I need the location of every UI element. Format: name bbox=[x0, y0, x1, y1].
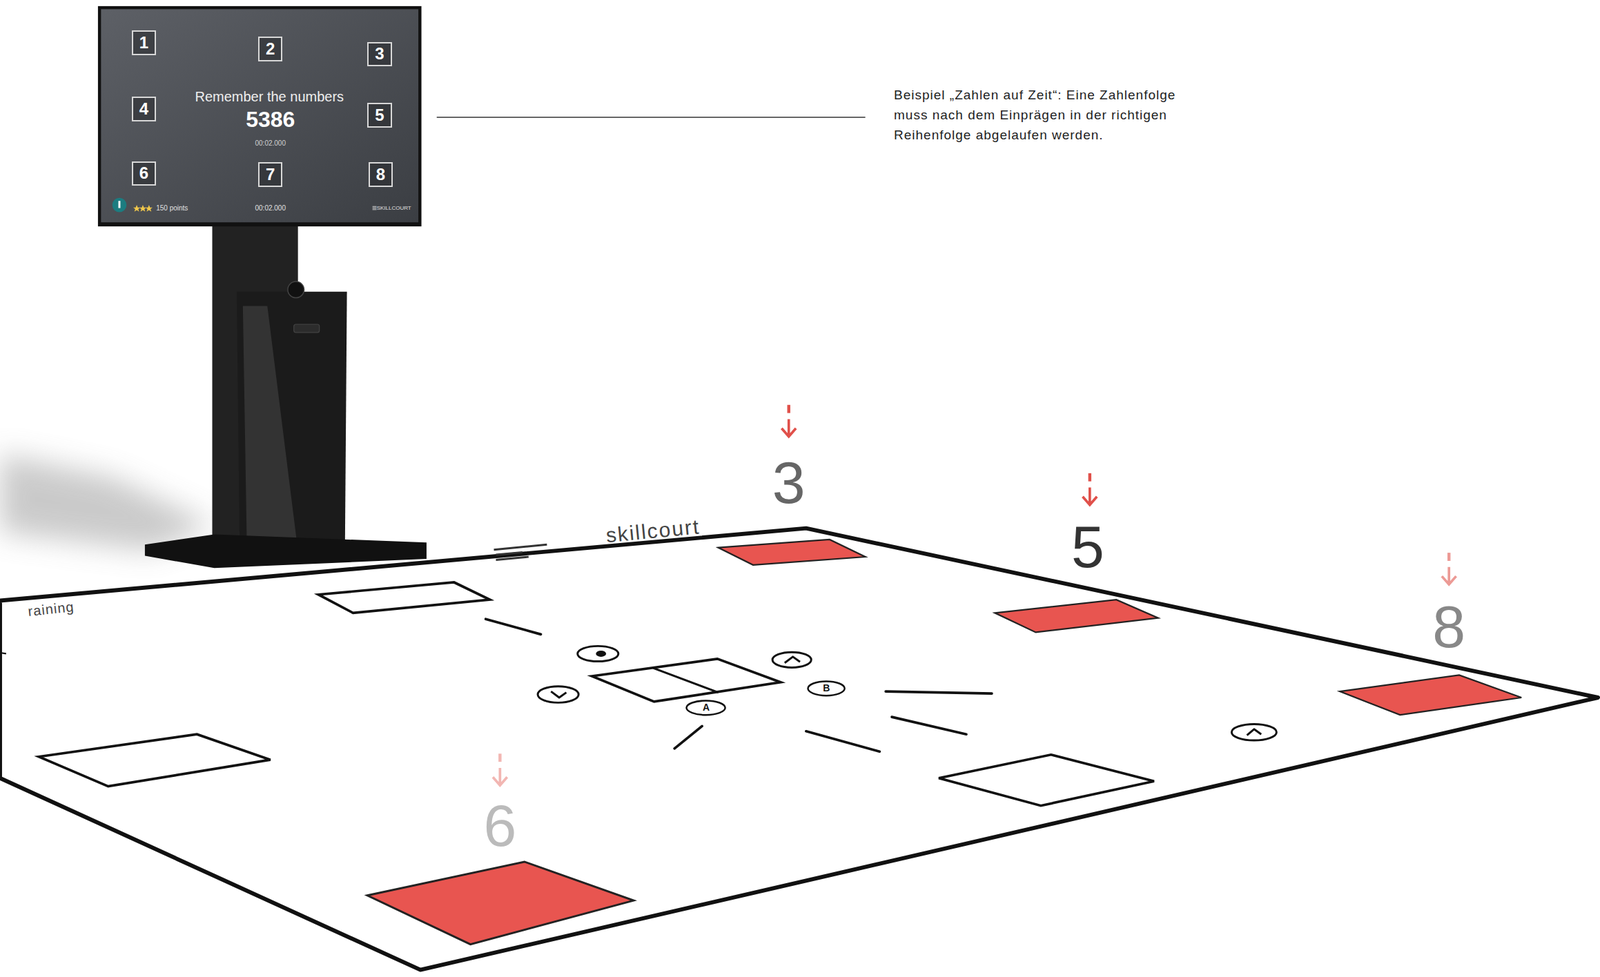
circle-shape bbox=[808, 681, 845, 697]
number-box: 8 bbox=[368, 162, 393, 187]
pad-number: 5 bbox=[1071, 512, 1105, 582]
center-divider bbox=[652, 668, 719, 693]
screen-number-sequence: 5386 bbox=[245, 106, 295, 133]
shadow bbox=[0, 454, 214, 551]
stand-housing bbox=[236, 291, 348, 558]
symbol-dot bbox=[595, 650, 607, 658]
number-box: 1 bbox=[131, 30, 156, 55]
drop-arrow bbox=[781, 405, 796, 437]
box-number: 4 bbox=[139, 100, 149, 119]
symbol-circle: B bbox=[806, 680, 846, 698]
drop-arrow bbox=[492, 753, 508, 786]
screen-timer: 00:02.000 bbox=[254, 140, 286, 149]
box-number: 7 bbox=[265, 165, 275, 184]
white-pad bbox=[938, 755, 1155, 807]
symbol-circle bbox=[537, 646, 1277, 741]
mat-brand: skillcourt bbox=[604, 514, 701, 548]
mat-edge-tick bbox=[0, 652, 7, 654]
mat-logo bbox=[494, 544, 548, 560]
bulb-icon bbox=[112, 198, 128, 213]
red-target-pad bbox=[1339, 675, 1522, 716]
screen-timer: 00:02.000 bbox=[254, 204, 286, 213]
pad-number: 6 bbox=[483, 791, 517, 861]
pad-number: 3 bbox=[772, 448, 806, 517]
callout-text: Beispiel „Zahlen auf Zeit“: Eine Zahlenf… bbox=[893, 84, 1177, 145]
white-pad bbox=[318, 582, 490, 613]
leader-line bbox=[436, 116, 866, 118]
circle-letter: A bbox=[702, 702, 710, 714]
number-box: 3 bbox=[367, 42, 392, 67]
red-target-pad bbox=[994, 599, 1159, 633]
box-number: 8 bbox=[376, 165, 386, 184]
number-box: 7 bbox=[258, 162, 283, 187]
box-number: 2 bbox=[265, 40, 275, 58]
star bbox=[133, 205, 141, 212]
red-target-pad bbox=[718, 539, 866, 566]
stand-base bbox=[144, 534, 427, 569]
red-target-pad bbox=[367, 862, 634, 945]
number-box: 6 bbox=[131, 161, 156, 186]
stand-slot bbox=[294, 324, 320, 333]
symbol-chevron bbox=[550, 657, 1262, 736]
circle-shape bbox=[686, 701, 726, 716]
center-box bbox=[591, 659, 780, 702]
screen-instruction: Remember the numbers bbox=[194, 89, 344, 105]
star bbox=[145, 205, 153, 212]
screen-points: 150 points bbox=[155, 204, 188, 213]
number-box: 4 bbox=[131, 96, 156, 121]
number-box: 5 bbox=[367, 102, 392, 128]
number-box: 2 bbox=[258, 36, 283, 61]
stand-facet bbox=[242, 305, 299, 551]
mat-lines bbox=[485, 619, 992, 752]
screen-logo bbox=[372, 206, 377, 210]
box-number: 6 bbox=[139, 164, 149, 183]
bulb-icon-mark bbox=[118, 200, 121, 208]
screen-logo-text: SKILLCOURT bbox=[376, 205, 412, 212]
box-number: 5 bbox=[374, 106, 384, 125]
pad-number: 8 bbox=[1432, 592, 1466, 661]
circle-letter: B bbox=[822, 683, 830, 694]
star bbox=[139, 205, 147, 212]
box-number: 3 bbox=[374, 44, 384, 63]
mat-text: raining bbox=[26, 599, 75, 620]
tv-screen: Remember the numbers538600:02.000150 poi… bbox=[100, 8, 419, 223]
tv-screen-bg bbox=[100, 8, 419, 223]
white-pad bbox=[38, 734, 271, 787]
tv-bezel bbox=[98, 6, 422, 227]
stand-knob bbox=[287, 281, 305, 299]
drop-arrow bbox=[1082, 473, 1097, 506]
symbol-circle: A bbox=[685, 699, 727, 717]
floor-mat bbox=[0, 528, 1598, 971]
drop-arrow bbox=[1441, 552, 1457, 585]
box-number: 1 bbox=[139, 33, 149, 52]
